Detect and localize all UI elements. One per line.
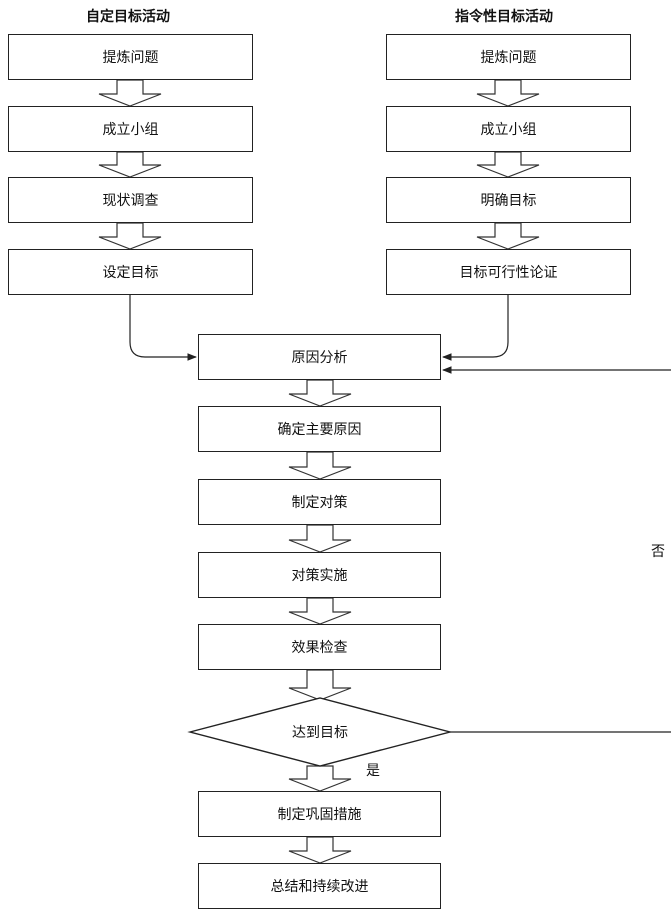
left-step-extract-problem: 提炼问题: [8, 34, 253, 80]
block-arrow-right-1: [476, 79, 540, 107]
block-arrow-left-1: [98, 79, 162, 107]
block-arrow-final: [288, 836, 352, 864]
step-summary-improvement: 总结和持续改进: [198, 863, 441, 909]
left-step-form-group: 成立小组: [8, 106, 253, 152]
left-step-set-goal: 设定目标: [8, 249, 253, 295]
label-no: 否: [651, 544, 665, 560]
block-arrow-left-2: [98, 151, 162, 178]
block-arrow-to-decision: [288, 669, 352, 701]
right-step-clarify-goal: 明确目标: [386, 177, 631, 223]
block-arrow-right-3: [476, 222, 540, 250]
left-step-status-survey: 现状调查: [8, 177, 253, 223]
right-step-form-group: 成立小组: [386, 106, 631, 152]
connector-right-to-analysis: [442, 295, 509, 361]
block-arrow-center-2: [288, 451, 352, 480]
connector-left-to-analysis: [129, 295, 197, 361]
block-arrow-left-3: [98, 222, 162, 250]
block-arrow-center-4: [288, 597, 352, 625]
block-arrow-center-1: [288, 379, 352, 407]
block-arrow-right-2: [476, 151, 540, 178]
block-arrow-center-3: [288, 524, 352, 553]
block-arrow-yes: [288, 765, 352, 792]
step-check-effect: 效果检查: [198, 624, 441, 670]
step-cause-analysis: 原因分析: [198, 334, 441, 380]
step-make-countermeasures: 制定对策: [198, 479, 441, 525]
right-step-extract-problem: 提炼问题: [386, 34, 631, 80]
header-directive-goal: 指令性目标活动: [455, 9, 553, 25]
step-implement-countermeasures: 对策实施: [198, 552, 441, 598]
step-consolidation-measures: 制定巩固措施: [198, 791, 441, 837]
right-step-feasibility: 目标可行性论证: [386, 249, 631, 295]
header-self-set-goal: 自定目标活动: [86, 9, 170, 25]
step-main-causes: 确定主要原因: [198, 406, 441, 452]
decision-reach-goal: 达到目标: [292, 725, 348, 741]
label-yes: 是: [366, 763, 380, 779]
